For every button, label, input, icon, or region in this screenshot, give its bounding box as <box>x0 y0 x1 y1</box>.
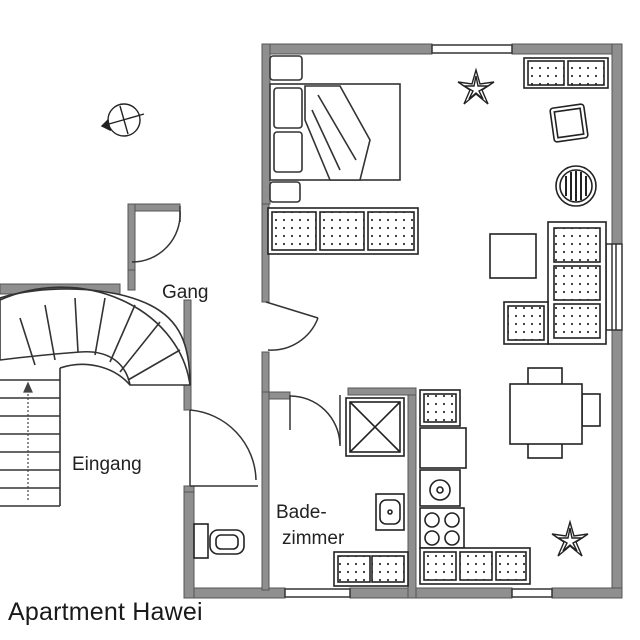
coffee-table <box>489 233 537 279</box>
wardrobe <box>267 207 419 255</box>
plan-caption: Apartment Hawei <box>8 598 203 626</box>
compass-icon <box>100 103 145 137</box>
sofa <box>503 221 607 345</box>
sideboard <box>523 57 609 89</box>
toilet <box>193 523 245 559</box>
kitchen <box>419 389 531 585</box>
windows <box>284 44 623 598</box>
dining-table <box>509 367 601 459</box>
shower <box>345 397 405 457</box>
room-label-gang: Gang <box>162 282 209 303</box>
stair-arrow-icon <box>23 381 33 500</box>
plant-icon <box>457 67 495 105</box>
sink <box>375 493 405 531</box>
room-label-zimmer: zimmer <box>282 528 345 549</box>
bath-shelf <box>333 551 409 587</box>
staircase <box>0 286 191 507</box>
armchair <box>549 103 589 143</box>
plant-icon <box>551 519 589 557</box>
round-table <box>555 165 597 207</box>
doors <box>131 206 341 487</box>
bed <box>269 55 401 203</box>
room-label-bade: Bade- <box>276 502 327 523</box>
room-label-eingang: Eingang <box>72 454 142 475</box>
